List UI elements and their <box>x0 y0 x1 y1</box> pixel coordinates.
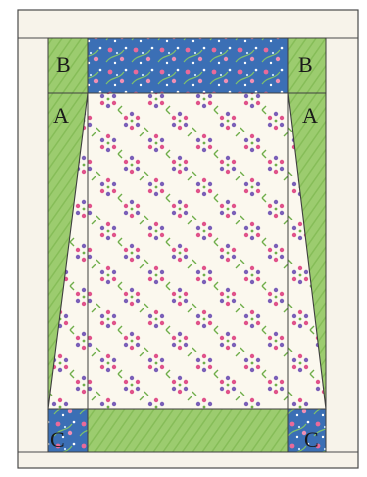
top-blue-strip <box>88 38 288 93</box>
label-a-right: A <box>302 103 318 128</box>
bottom-green-strip <box>88 409 288 452</box>
label-b-right: B <box>298 52 313 77</box>
label-c-left: C <box>50 427 65 452</box>
label-b-left: B <box>56 52 71 77</box>
label-c-right: C <box>304 427 319 452</box>
trapezoid-center-panel <box>48 93 326 409</box>
label-a-left: A <box>53 103 69 128</box>
